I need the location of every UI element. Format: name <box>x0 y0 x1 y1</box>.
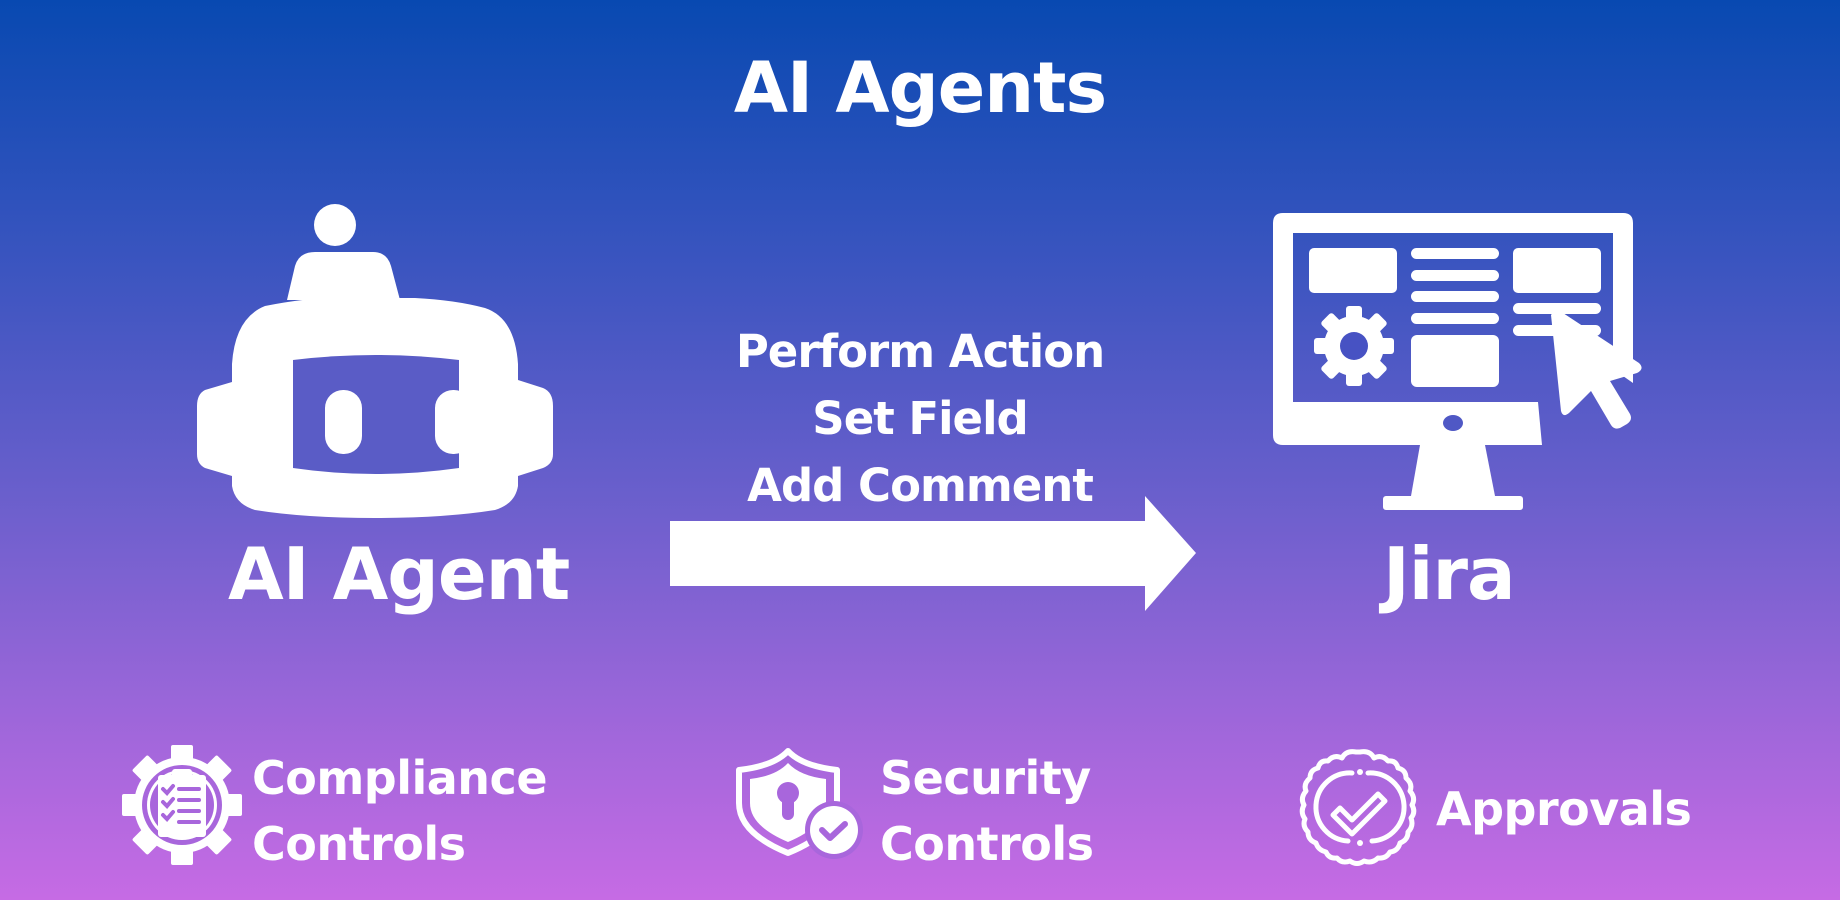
feature-line1: Security <box>880 751 1091 805</box>
feature-line1: Approvals <box>1436 782 1692 836</box>
ai-agent-label: AI Agent <box>228 532 570 616</box>
action-item: Set Field <box>812 392 1028 445</box>
feature-line2: Controls <box>880 817 1094 871</box>
arrow-right-icon <box>670 496 1196 611</box>
action-item: Add Comment <box>747 459 1094 512</box>
jira-label: Jira <box>1383 532 1516 616</box>
action-item: Perform Action <box>735 325 1105 378</box>
monitor-dashboard-icon <box>1273 213 1642 510</box>
feature-line1: Compliance <box>252 751 548 805</box>
robot-icon <box>197 204 553 518</box>
badge-check-icon <box>1299 749 1417 866</box>
diagram-title: AI Agents <box>733 47 1107 129</box>
action-list: Perform Action Set Field Add Comment <box>660 318 1180 519</box>
feature-line2: Controls <box>252 817 466 871</box>
gear-clipboard-icon <box>122 745 242 865</box>
shield-lock-check-icon <box>736 748 863 859</box>
